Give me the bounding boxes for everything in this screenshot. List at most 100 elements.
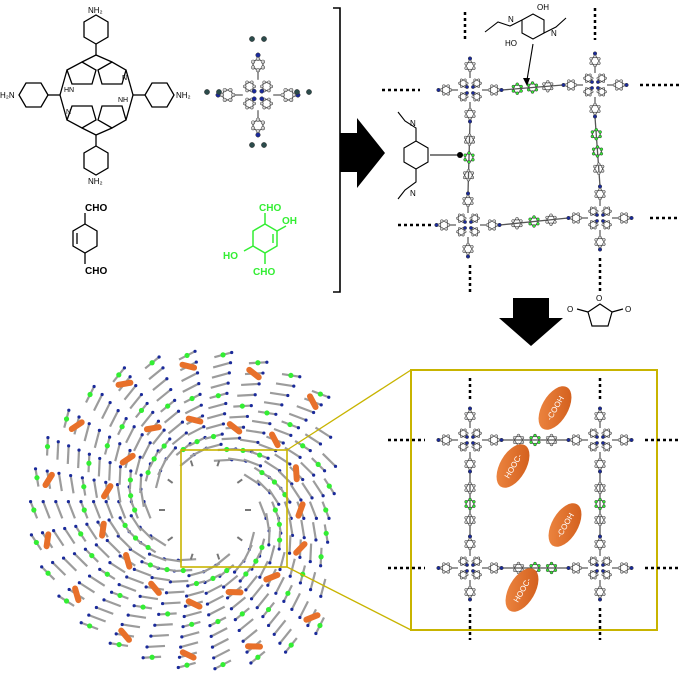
atom <box>609 559 612 563</box>
dhta-linker <box>132 507 138 513</box>
dhta-linker <box>34 475 40 481</box>
nitrogen-atom <box>187 574 191 578</box>
atom <box>459 563 463 566</box>
atom <box>529 436 533 440</box>
atom <box>464 460 468 464</box>
nitrogen-atom <box>92 384 96 389</box>
nitrogen-atom <box>109 590 114 594</box>
nitrogen-atom <box>310 496 314 500</box>
inset-pointer-arrow <box>523 78 530 86</box>
reaction-arrow-down <box>499 298 563 346</box>
atom <box>624 442 628 446</box>
atom <box>590 90 594 94</box>
atom <box>472 516 476 520</box>
dhta-linker <box>180 567 186 574</box>
atom <box>598 457 602 462</box>
nitrogen-atom <box>302 516 306 520</box>
inset2-n-label-1: N <box>410 119 416 128</box>
porphyrin-unit <box>436 56 504 124</box>
nitrogen-atom <box>308 588 313 592</box>
atom <box>488 219 492 223</box>
nitrogen-atom <box>67 408 71 412</box>
atom <box>520 440 525 444</box>
atom <box>463 230 467 234</box>
atom <box>250 120 256 125</box>
nh2-top-label: NH₂ <box>88 6 103 15</box>
nitrogen-atom <box>176 409 181 413</box>
framework-strut <box>243 458 261 467</box>
nitrogen-atom <box>329 435 333 439</box>
atom <box>463 226 467 230</box>
framework-strut <box>238 618 254 632</box>
atom <box>529 564 533 568</box>
nitrogen-atom <box>296 426 301 430</box>
nitrogen-atom <box>288 462 292 466</box>
atom <box>259 88 265 94</box>
nitrogen-atom <box>257 382 261 386</box>
atom <box>602 500 606 504</box>
atom <box>572 434 576 438</box>
atom <box>549 442 554 447</box>
atom <box>251 88 257 94</box>
dhta-linker <box>31 507 37 513</box>
nitrogen-atom <box>210 645 215 649</box>
framework-strut <box>118 583 137 593</box>
atom <box>624 82 629 88</box>
dhta-linker <box>323 530 329 536</box>
atom <box>477 556 481 560</box>
atom <box>479 81 482 85</box>
nitrogen-atom <box>145 645 149 649</box>
atom <box>499 437 504 443</box>
atom <box>465 191 471 196</box>
atom <box>528 222 532 226</box>
atom <box>598 418 602 423</box>
atom <box>602 93 606 97</box>
nitrogen-atom <box>79 500 83 504</box>
nitrogen-atom <box>289 433 293 437</box>
framework-strut <box>308 501 318 519</box>
atom <box>549 86 554 91</box>
atom <box>609 209 612 213</box>
atom <box>607 570 611 573</box>
framework-strut <box>42 501 51 519</box>
atom <box>601 563 605 567</box>
dhta-linker <box>255 360 261 366</box>
framework-strut <box>289 558 296 577</box>
atom <box>598 73 602 77</box>
framework-strut <box>237 393 256 397</box>
atom <box>594 238 598 242</box>
framework-strut <box>63 527 76 545</box>
atom <box>245 88 249 93</box>
dhta-linker <box>243 571 249 577</box>
nitrogen-atom <box>232 570 237 574</box>
atom <box>462 249 466 253</box>
atom <box>595 445 599 449</box>
atom <box>492 219 496 223</box>
dhta-linker <box>210 575 216 582</box>
atom <box>590 76 594 80</box>
atom <box>601 559 605 563</box>
framework-strut <box>134 456 142 475</box>
anhydride-o-right: O <box>625 305 631 314</box>
framework-strut <box>321 452 337 468</box>
atom <box>515 82 519 86</box>
nitrogen-atom <box>219 442 223 446</box>
dhta-linker <box>288 372 294 379</box>
atom <box>576 570 580 574</box>
atom <box>260 101 264 106</box>
nitrogen-atom <box>165 377 169 381</box>
framework-strut <box>208 605 226 616</box>
atom <box>594 416 598 420</box>
nitrogen-atom <box>258 575 262 579</box>
framework-strut <box>290 592 301 610</box>
atom <box>465 559 469 563</box>
atom <box>512 564 517 568</box>
atom <box>542 86 546 91</box>
atom <box>593 102 597 107</box>
nitrogen-atom <box>141 656 145 660</box>
atom <box>595 441 599 445</box>
atom <box>463 556 467 560</box>
atom <box>566 215 571 221</box>
atom <box>471 563 475 567</box>
framework-strut <box>263 460 281 472</box>
